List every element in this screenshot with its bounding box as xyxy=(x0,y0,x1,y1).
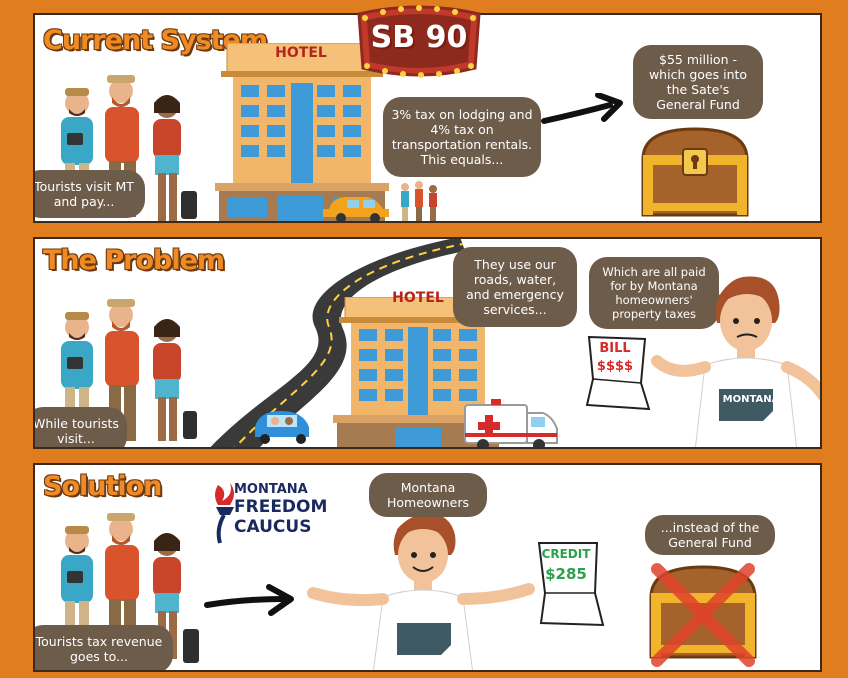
credit-amount: $285 xyxy=(545,565,587,583)
homeowner-worried-illustration xyxy=(651,276,820,447)
ambulance-illustration xyxy=(464,399,558,447)
speech-bubble-tourists: Tourists visit MT and pay... xyxy=(35,170,145,218)
montana-freedom-caucus-logo: MONTANA FREEDOM CAUCUS xyxy=(212,477,332,547)
crossed-treasure-chest-icon xyxy=(649,563,757,667)
hotel-sign: HOTEL xyxy=(392,290,444,306)
logo-line-2: FREEDOM xyxy=(234,497,328,517)
tourist-woman xyxy=(153,95,197,221)
speech-bubble-amount: $55 million - which goes into the Sate's… xyxy=(633,45,763,119)
arrow-right-icon xyxy=(541,93,623,124)
treasure-chest-icon xyxy=(641,127,749,217)
shirt-text: MONTANA xyxy=(399,611,457,622)
small-tourists-illustration xyxy=(401,181,437,221)
speech-bubble-homeowners: Montana Homeowners xyxy=(369,473,487,517)
speech-bubble-tourists: While tourists visit... xyxy=(35,407,127,447)
logo-line-1: MONTANA xyxy=(234,482,308,497)
sb90-sign xyxy=(357,5,481,78)
bill-amount: $$$$ xyxy=(596,359,634,374)
panel-heading: Solution xyxy=(43,471,162,502)
shirt-text: MONTANA xyxy=(722,394,780,405)
speech-bubble-revenue: Tourists tax revenue goes to... xyxy=(35,625,173,670)
torch-icon xyxy=(215,483,234,544)
hotel-sign: HOTEL xyxy=(275,45,327,61)
road-illustration xyxy=(210,239,465,447)
arrow-right-icon xyxy=(204,584,294,616)
car-illustration xyxy=(255,411,309,444)
tourists-illustration xyxy=(61,513,199,663)
panel-heading: The Problem xyxy=(43,245,225,276)
speech-bubble-paid: Which are all paid for by Montana homeow… xyxy=(589,257,719,329)
bill-paper-icon xyxy=(585,335,651,411)
credit-paper-icon xyxy=(537,542,605,627)
credit-title: CREDIT xyxy=(541,547,591,561)
logo-line-3: CAUCUS xyxy=(234,517,312,537)
taxi-illustration xyxy=(323,197,389,221)
speech-bubble-tax: 3% tax on lodging and 4% tax on transpor… xyxy=(383,97,541,177)
bill-title: BILL xyxy=(599,341,631,356)
panel-the-problem: The Problem While tourists visit... xyxy=(33,237,822,449)
sb90-sign-label: SB 90 xyxy=(370,20,468,55)
panel-solution: Solution Tourists tax revenue goes to...… xyxy=(33,463,822,672)
speech-bubble-instead: ...instead of the General Fund xyxy=(645,515,775,555)
homeowner-happy-illustration xyxy=(307,513,535,670)
speech-bubble-services: They use our roads, water, and emergency… xyxy=(453,247,577,327)
